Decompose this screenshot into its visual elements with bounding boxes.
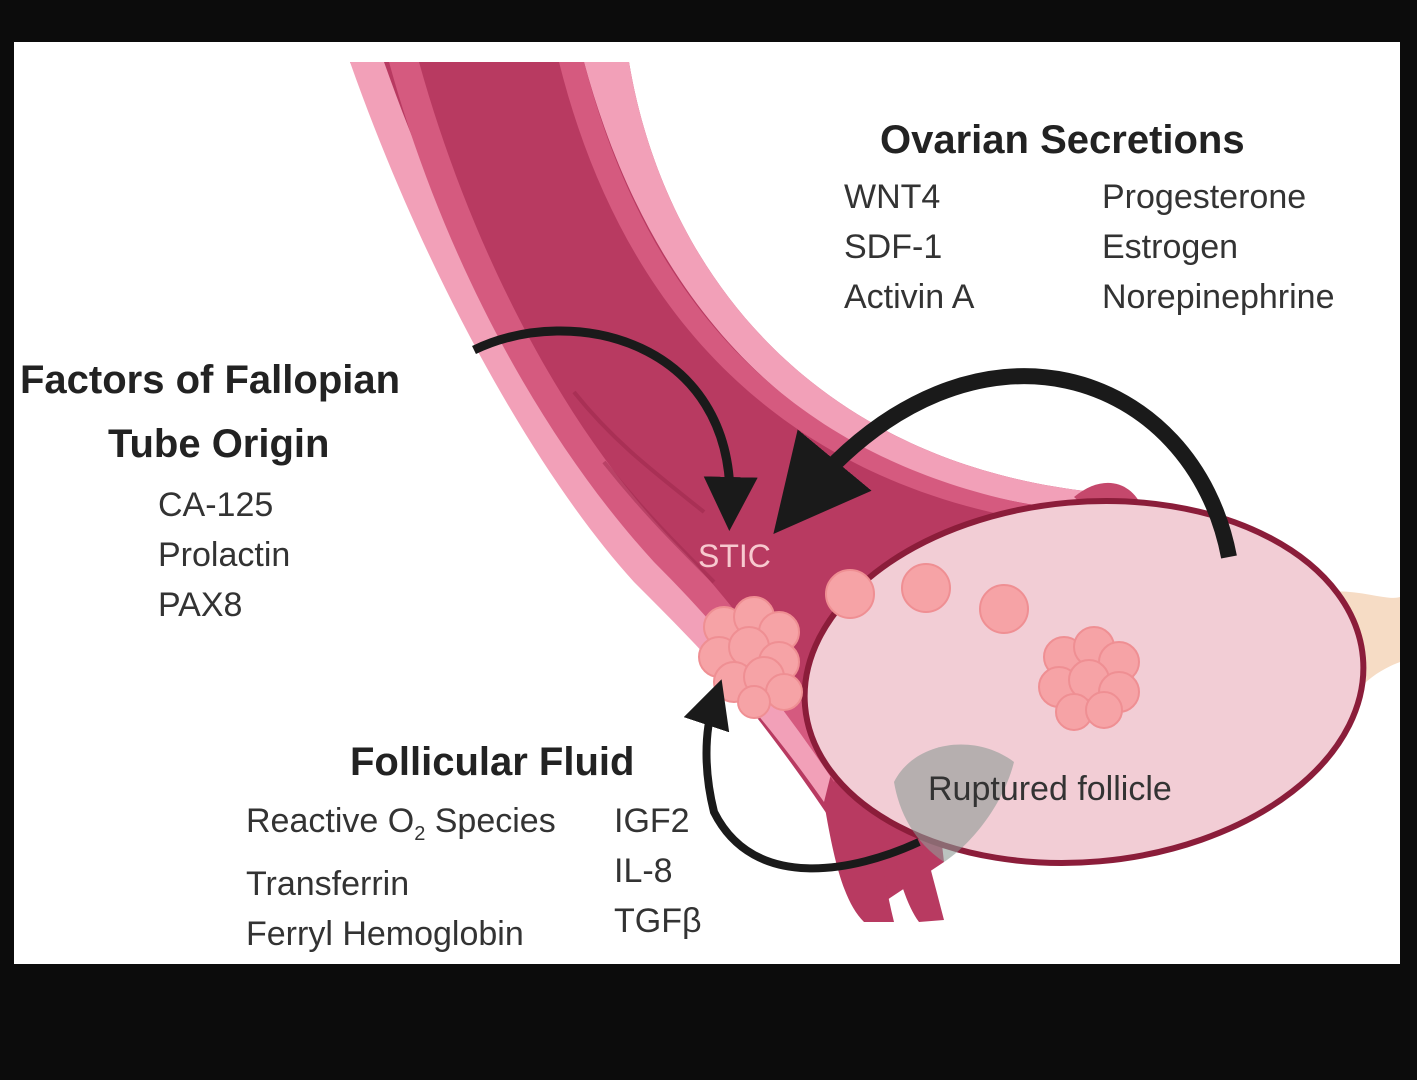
list-item: IGF2	[614, 802, 690, 840]
list-item: Progesterone	[1102, 178, 1307, 216]
ovarian-left-list: WNT4 SDF-1 Activin A	[844, 172, 974, 322]
ovarian-arrow	[773, 368, 1237, 559]
stic-label: STIC	[698, 538, 771, 574]
list-item: Ferryl Hemoglobin	[246, 914, 524, 953]
ruptured-follicle-label: Ruptured follicle	[928, 770, 1172, 808]
follicular-right-list: IGF2 IL-8 TGFβ	[614, 796, 702, 946]
list-item: Reactive O2 Species	[246, 802, 556, 845]
migrating-cell	[825, 569, 875, 619]
cancer-cells	[698, 563, 1140, 731]
fallopian-list: CA-125 Prolactin PAX8	[158, 480, 290, 630]
ovarian-right-list: Progesterone Estrogen Norepinephrine	[1102, 172, 1335, 322]
arrows	[472, 326, 1237, 873]
list-item: CA-125	[158, 486, 274, 524]
ovarian-cell-cluster	[1038, 626, 1140, 731]
follicular-left-list: Reactive O2 Species Transferrin Ferryl H…	[246, 796, 556, 959]
list-item: Activin A	[844, 278, 975, 316]
figure-panel: Ovarian Secretions WNT4 SDF-1 Activin A …	[14, 42, 1400, 964]
follicular-arrow	[683, 679, 921, 873]
list-item: Estrogen	[1102, 228, 1239, 266]
fallopian-ovary-illustration	[350, 62, 1400, 922]
list-item: PAX8	[158, 586, 243, 624]
ovarian-secretions-title: Ovarian Secretions	[880, 118, 1245, 162]
fallopian-title-line1: Factors of Fallopian	[20, 358, 401, 402]
list-item: Norepinephrine	[1102, 278, 1335, 316]
list-item: WNT4	[844, 178, 941, 216]
follicular-fluid-title: Follicular Fluid	[350, 740, 635, 784]
list-item: SDF-1	[844, 228, 943, 266]
fallopian-arrow	[472, 326, 758, 531]
list-item: TGFβ	[614, 902, 702, 940]
fallopian-title-line2: Tube Origin	[108, 422, 330, 466]
list-item: Prolactin	[158, 536, 291, 574]
list-item: Transferrin	[246, 864, 410, 903]
list-item: IL-8	[614, 852, 673, 890]
migrating-cell	[901, 563, 951, 613]
stic-cell-cluster	[698, 596, 803, 719]
migrating-cell	[979, 584, 1029, 634]
